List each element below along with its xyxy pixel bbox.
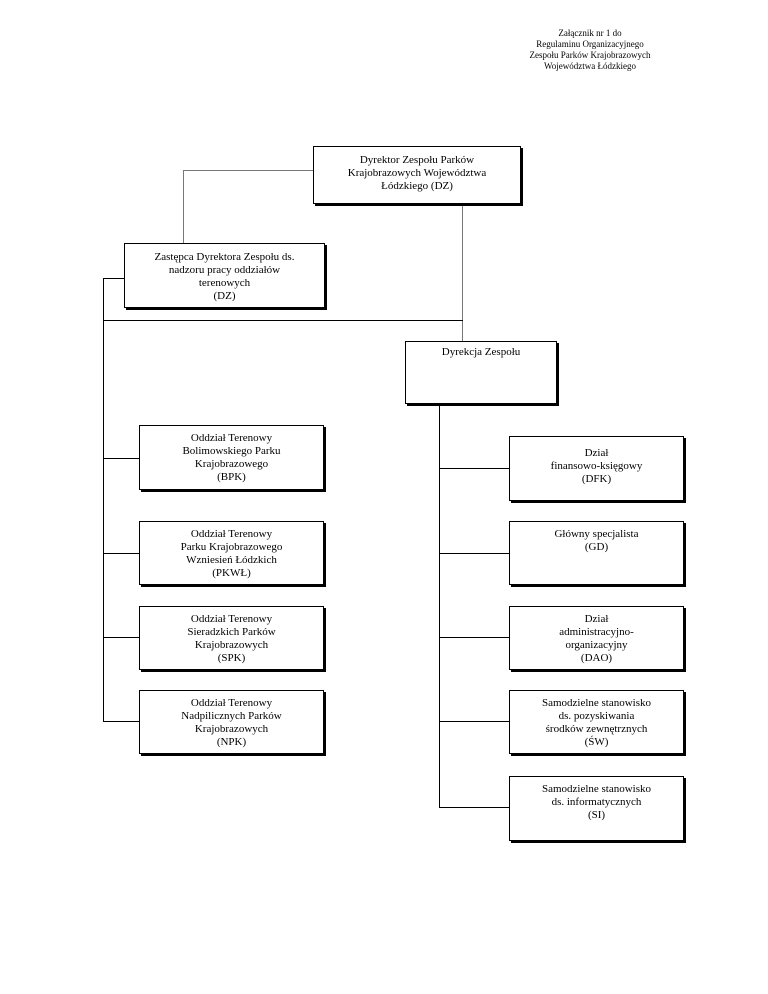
deputy-line: (DZ) — [213, 290, 236, 302]
branch-line: (PKWŁ) — [212, 567, 251, 579]
branch-line: Oddział Terenowy — [190, 697, 273, 709]
department-line: (GD) — [584, 541, 609, 553]
department-box-gd: Główny specjalista (GD) — [509, 521, 684, 585]
attachment-note-line: Załącznik nr 1 do — [558, 28, 622, 38]
connector-director-left — [183, 170, 314, 171]
branch-line: Oddział Terenowy — [190, 613, 273, 625]
connector-horizontal-bar — [103, 320, 463, 321]
branch-line: Oddział Terenowy — [190, 528, 273, 540]
connector-dept-1 — [439, 468, 509, 469]
branch-line: Bolimowskiego Parku — [182, 445, 281, 457]
department-line: ds. pozyskiwania — [558, 710, 635, 722]
branch-line: (NPK) — [216, 736, 247, 748]
department-box-si: Samodzielne stanowisko ds. informatyczny… — [509, 776, 684, 841]
deputy-line: Zastępca Dyrektora Zespołu ds. — [154, 251, 295, 263]
branch-box-bpk: Oddział Terenowy Bolimowskiego Parku Kra… — [139, 425, 324, 490]
department-box-sw: Samodzielne stanowisko ds. pozyskiwania … — [509, 690, 684, 754]
attachment-note-line: Zespołu Parków Krajobrazowych — [529, 50, 651, 60]
branch-box-npk: Oddział Terenowy Nadpilicznych Parków Kr… — [139, 690, 324, 754]
department-line: Dział — [584, 613, 609, 625]
department-line: Samodzielne stanowisko — [541, 697, 652, 709]
directorate-line: Dyrekcja Zespołu — [441, 346, 521, 358]
branch-line: Krajobrazowego — [194, 458, 269, 470]
deputy-line: terenowych — [198, 277, 251, 289]
connector-branch-2 — [103, 553, 139, 554]
department-line: organizacyjny — [565, 639, 628, 651]
department-line: ds. informatycznych — [551, 796, 642, 808]
deputy-line: nadzoru pracy oddziałów — [168, 264, 281, 276]
connector-dept-5 — [439, 807, 509, 808]
connector-dept-3 — [439, 637, 509, 638]
director-line: Krajobrazowych Województwa — [347, 167, 487, 179]
branch-box-spk: Oddział Terenowy Sieradzkich Parków Kraj… — [139, 606, 324, 670]
department-line: finansowo-księgowy — [550, 460, 643, 472]
department-line: środków zewnętrznych — [545, 723, 648, 735]
connector-deputy-stub — [103, 278, 125, 279]
department-line: (SI) — [587, 809, 606, 821]
branch-line: (BPK) — [217, 471, 246, 483]
branch-line: Wzniesień Łódzkich — [186, 554, 277, 566]
branch-line: Krajobrazowych — [194, 723, 269, 735]
department-box-dfk: Dział finansowo-księgowy (DFK) — [509, 436, 684, 501]
branch-line: Nadpilicznych Parków — [181, 710, 282, 722]
connector-branches-trunk — [103, 278, 104, 722]
connector-branch-4 — [103, 721, 139, 722]
branch-line: Oddział Terenowy — [190, 432, 273, 444]
department-line: (DAO) — [580, 652, 613, 664]
department-line: Główny specjalista — [554, 528, 639, 540]
directorate-box: Dyrekcja Zespołu — [405, 341, 557, 404]
connector-branch-3 — [103, 637, 139, 638]
deputy-director-box: Zastępca Dyrektora Zespołu ds. nadzoru p… — [124, 243, 325, 308]
director-line: Dyrektor Zespołu Parków — [359, 154, 475, 166]
connector-director-down — [462, 204, 463, 342]
branch-line: Sieradzkich Parków — [187, 626, 276, 638]
connector-departments-trunk — [439, 405, 440, 808]
department-line: (DFK) — [581, 473, 612, 485]
department-line: Samodzielne stanowisko — [541, 783, 652, 795]
connector-branch-1 — [103, 458, 139, 459]
department-line: Dział — [584, 447, 609, 459]
branch-line: (SPK) — [217, 652, 246, 664]
branch-line: Krajobrazowych — [194, 639, 269, 651]
branch-line: Parku Krajobrazowego — [180, 541, 283, 553]
connector-dept-2 — [439, 553, 509, 554]
attachment-note: Załącznik nr 1 do Regulaminu Organizacyj… — [490, 28, 690, 72]
attachment-note-line: Województwa Łódzkiego — [544, 61, 636, 71]
branch-box-pkwl: Oddział Terenowy Parku Krajobrazowego Wz… — [139, 521, 324, 585]
department-box-dao: Dział administracyjno- organizacyjny (DA… — [509, 606, 684, 670]
attachment-note-line: Regulaminu Organizacyjnego — [536, 39, 644, 49]
connector-dept-4 — [439, 721, 509, 722]
connector-director-to-deputy — [183, 170, 184, 244]
director-box: Dyrektor Zespołu Parków Krajobrazowych W… — [313, 146, 521, 204]
department-line: administracyjno- — [559, 626, 634, 638]
department-line: (ŚW) — [584, 736, 609, 748]
director-line: Łódzkiego (DZ) — [381, 180, 453, 192]
